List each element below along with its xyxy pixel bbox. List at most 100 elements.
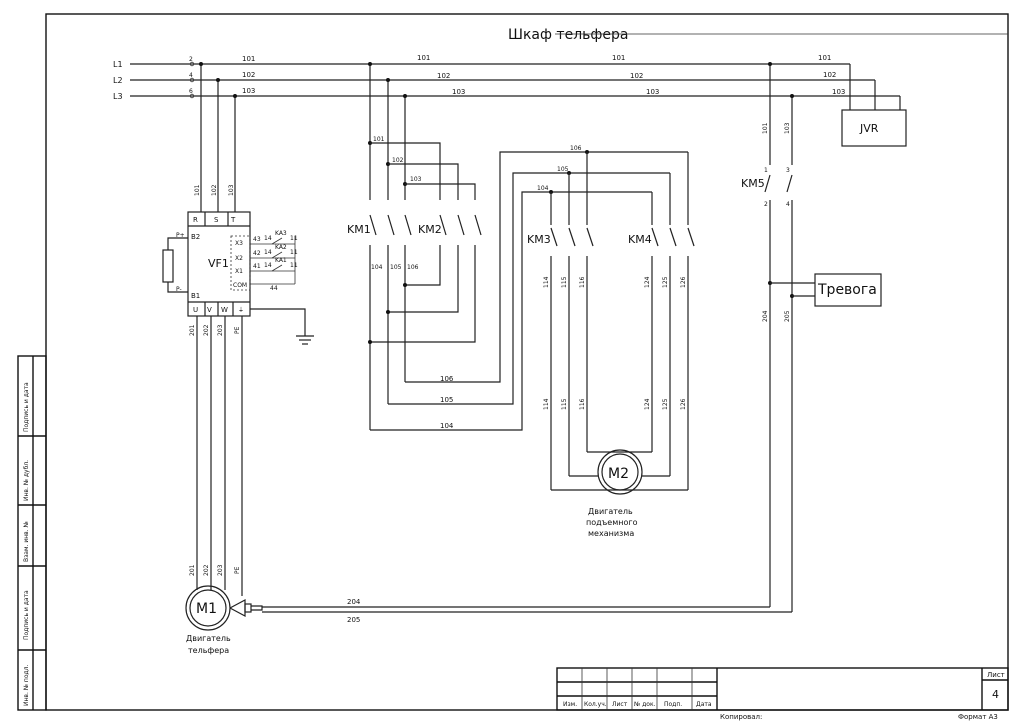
wire-label: 126: [680, 276, 687, 288]
motor-m2-caption: Двигатель: [588, 507, 633, 516]
vf1-terminal: B2: [191, 233, 200, 241]
motor-m1-caption: тельфера: [188, 646, 229, 655]
side-field-2: Инв. № дубл.: [23, 460, 30, 501]
relay-pin: 42: [253, 250, 261, 257]
motor-m1: M1 Двигатель тельфера: [185, 585, 263, 655]
motor-m2: M2 Двигатель подъемного механизма: [586, 449, 643, 538]
terminal-2: 2: [189, 56, 193, 63]
stamp-col: Подп.: [664, 701, 682, 708]
stamp-col: № док.: [634, 701, 656, 708]
wire-label: 203: [217, 324, 224, 336]
wire-label: 101: [373, 136, 385, 143]
title-block: Изм. Кол.уч. Лист № док. Подп. Дата Лист…: [556, 667, 1009, 711]
ka-relay-contacts: KA3 KA2 KA1 14 11 14 11 14 11 43 42 41 4…: [250, 230, 298, 292]
contactor-km4: KM4: [628, 227, 695, 247]
relay-pin: 14: [264, 249, 272, 256]
wire-label: 201: [189, 324, 196, 336]
wire-label: 124: [644, 398, 651, 410]
contactor-km3: KM3: [527, 227, 594, 247]
format-label: Формат А3: [958, 713, 998, 721]
terminal-6: 6: [189, 88, 193, 95]
brake-resistor: [162, 249, 174, 283]
wire-label: 115: [561, 276, 568, 288]
wire-label: 115: [561, 398, 568, 410]
copied-label: Копировал:: [720, 713, 762, 721]
wire-label: 106: [570, 145, 582, 152]
contactor-km1: KM1: [347, 214, 412, 236]
vf1-terminal: X2: [235, 255, 243, 262]
wire-label: 101: [417, 54, 430, 62]
wire-label: 125: [662, 398, 669, 410]
relay-pin: 41: [253, 263, 261, 270]
wire-label: 105: [557, 166, 569, 173]
wire-label: 204: [762, 310, 769, 322]
vf1-terminal: COM: [233, 282, 247, 289]
vf1-terminal: R: [193, 216, 198, 224]
motor-m1-label: M1: [196, 601, 217, 617]
jvr-label: JVR: [859, 122, 879, 135]
phase-l1: L1: [113, 60, 123, 69]
wire-label: 104: [440, 422, 454, 430]
wire-label: 125: [662, 276, 669, 288]
jvr-relay: [841, 109, 907, 147]
wire-label: 102: [437, 72, 450, 80]
wire-label: 106: [440, 375, 454, 383]
phase-l2: L2: [113, 76, 123, 85]
resistor-pin: P+: [176, 232, 185, 239]
wire-label: 124: [644, 276, 651, 288]
wire-label: 103: [242, 87, 255, 95]
phase-l3: L3: [113, 92, 123, 101]
wire-label: 103: [228, 184, 235, 196]
wire-label: PE: [234, 566, 241, 574]
wire-label: 103: [784, 122, 791, 134]
wire-label: 203: [217, 564, 224, 576]
relay-pin: 44: [270, 285, 278, 292]
wire-label: 205: [784, 310, 791, 322]
relay-label: KA3: [275, 230, 287, 237]
contactor-km5: 1 3 2 4 KM5: [741, 167, 793, 208]
motor-m2-caption: подъемного: [586, 518, 638, 527]
vf1-terminal: W: [221, 306, 228, 314]
vf1-inverter: R S T U V W ⏚ B2 B1 VF1 X3 X2 X1 COM: [187, 211, 251, 317]
relay-pin: 43: [253, 236, 261, 243]
wire-label: 102: [823, 71, 836, 79]
alarm-label: Тревога: [817, 282, 877, 298]
motor-m2-caption: механизма: [588, 529, 634, 538]
wire-label: 102: [630, 72, 643, 80]
wire-label: 103: [452, 88, 465, 96]
wire-label: 101: [818, 54, 831, 62]
vf1-terminal: U: [193, 306, 198, 314]
wire-label: 114: [543, 398, 550, 410]
vf1-terminal: S: [214, 216, 219, 224]
wire-label: 126: [680, 398, 687, 410]
vf1-terminal: X1: [235, 268, 243, 275]
contactor-km4-label: KM4: [628, 233, 652, 246]
motor-m2-label: M2: [608, 466, 629, 482]
side-field-4: Подпись и дата: [23, 590, 30, 640]
wire-label: 105: [440, 396, 453, 404]
wire-label: 103: [646, 88, 659, 96]
contactor-km3-label: KM3: [527, 233, 551, 246]
wire-label: 101: [194, 184, 201, 196]
wire-label: 103: [832, 88, 845, 96]
wire-label: 101: [762, 122, 769, 134]
wire-label: 101: [612, 54, 625, 62]
contact-pin: 4: [786, 201, 790, 208]
wire-label: 201: [189, 564, 196, 576]
relay-pin: 14: [264, 235, 272, 242]
side-field-5: Инв. № подл.: [23, 665, 30, 706]
relay-pin: 11: [290, 262, 298, 269]
wire-label: 102: [242, 71, 255, 79]
wire-label: 103: [410, 176, 422, 183]
resistor-pin: P-: [176, 286, 182, 293]
relay-pin: 14: [264, 262, 272, 269]
wire-label: 202: [203, 324, 210, 336]
stamp-sheet-number: 4: [992, 688, 999, 701]
stamp-col: Лист: [612, 701, 628, 708]
stamp-col: Изм.: [563, 701, 577, 708]
contactor-km2: KM2: [418, 214, 482, 236]
relay-label: KA1: [275, 257, 287, 264]
wire-label: 116: [579, 276, 586, 288]
wire-label: 102: [392, 157, 404, 164]
